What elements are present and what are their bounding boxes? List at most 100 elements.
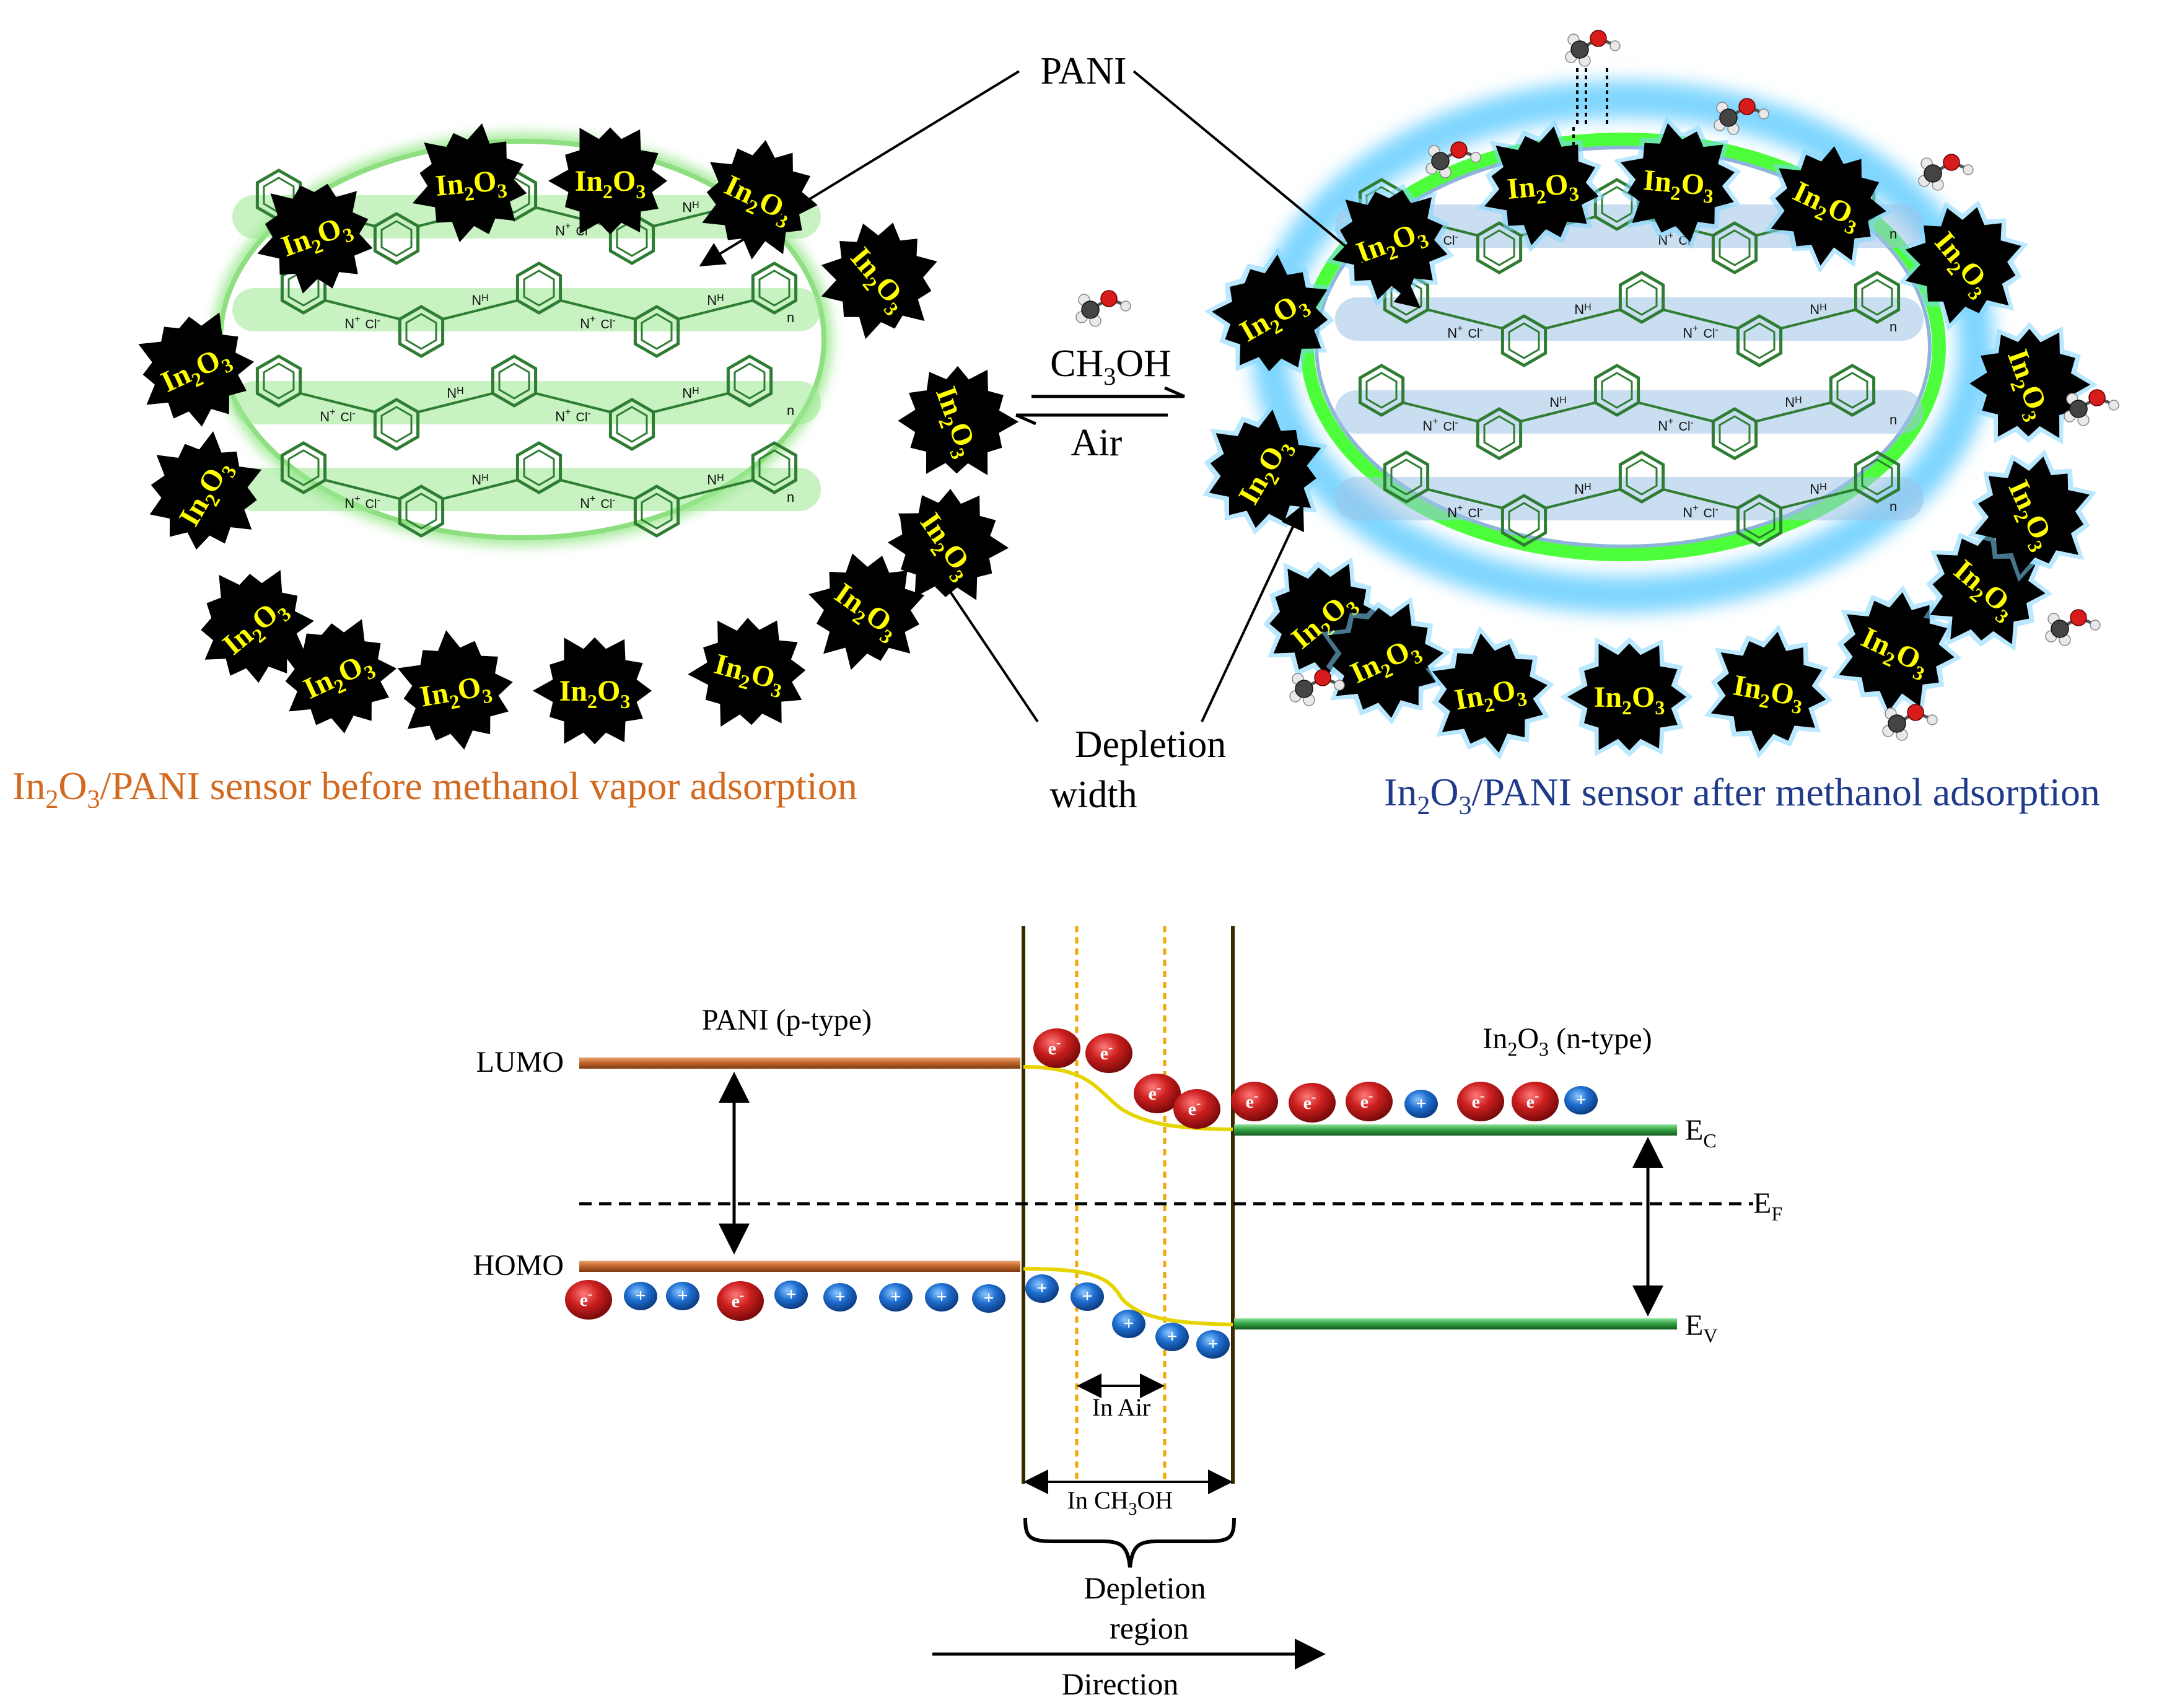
amine-label: NH — [1549, 395, 1566, 410]
benzene-ring — [1711, 407, 1758, 460]
homo-label: HOMO — [473, 1249, 564, 1282]
pani-leader-left — [699, 70, 1020, 267]
in2o3-label: In2O3 — [559, 675, 631, 712]
benzene-ring — [515, 261, 563, 315]
in2o3-ntype-label: In2O3 (n-type) — [1482, 1022, 1652, 1060]
ec-label: EC — [1685, 1114, 1717, 1152]
hole-icon: + — [1025, 1274, 1059, 1303]
pani-label-top: PANI — [1041, 50, 1127, 92]
adsorption-dotted-lines — [1572, 68, 1608, 149]
benzene-ring — [373, 398, 420, 451]
svg-text:e-: e- — [1303, 1089, 1316, 1113]
amine-label: NH — [1574, 302, 1591, 317]
in2o3-particle: In2O3 — [1968, 449, 2097, 582]
benzene-ring — [751, 261, 798, 315]
svg-text:+: + — [1036, 1278, 1047, 1299]
methanol-molecule-icon — [2045, 609, 2101, 646]
in2o3-particle: In2O3 — [702, 139, 818, 260]
repeat-unit-n: n — [787, 489, 794, 505]
amine-label: N+Cl- — [320, 407, 355, 424]
methanol-molecule-icon — [1425, 141, 1481, 178]
repeat-unit-n: n — [1890, 412, 1897, 427]
methanol-molecule-icon — [1565, 30, 1621, 67]
svg-text:+: + — [1416, 1093, 1426, 1114]
svg-text:+: + — [1207, 1334, 1218, 1354]
svg-text:+: + — [635, 1285, 646, 1306]
svg-text:e-: e- — [1246, 1088, 1259, 1112]
amine-label: N+Cl- — [1447, 503, 1482, 520]
in2o3-particle: In2O3 — [1898, 200, 2028, 331]
depletion-region-brace — [1023, 1517, 1236, 1568]
conduction-band-bending — [1023, 1065, 1233, 1131]
svg-text:e-: e- — [1472, 1088, 1485, 1112]
amine-label: NH — [447, 385, 463, 401]
repeat-unit-n: n — [1890, 226, 1897, 242]
caption-after: In2O3/PANI sensor after methanol adsorpt… — [1384, 770, 2100, 820]
electron-icon: e- — [1289, 1083, 1336, 1123]
reaction-arrows: CH3OH Air — [1015, 343, 1186, 464]
amine-label: N+Cl- — [1683, 503, 1718, 520]
depletion-width-line2: width — [1049, 774, 1137, 816]
benzene-ring — [751, 441, 798, 494]
electron-icon: e- — [1457, 1082, 1504, 1121]
svg-text:e-: e- — [1149, 1080, 1162, 1104]
hole-icon: + — [1404, 1090, 1438, 1118]
electron-icon: e- — [1134, 1074, 1181, 1113]
svg-text:+: + — [1575, 1090, 1586, 1110]
amine-label: NH — [471, 292, 488, 308]
benzene-ring — [515, 441, 563, 494]
benzene-ring — [373, 212, 420, 265]
lumo-label: LUMO — [476, 1046, 564, 1079]
charge-carriers: e-e-e-e-e-e-e-e-e-++e-e-++++++++++++ — [565, 1028, 1598, 1359]
repeat-unit-n: n — [787, 403, 794, 418]
benzene-ring — [1711, 221, 1758, 274]
in2o3-particle: In2O3 — [821, 222, 937, 339]
amine-label: NH — [707, 472, 724, 488]
benzene-ring — [1476, 407, 1523, 460]
pani-chain: N+Cl-NHN+Cl-NHn — [1335, 364, 1924, 460]
band-diagram: LUMO HOMO PANI (p-type) In2O3 (n-type) E… — [473, 926, 1782, 1701]
methanol-molecule-icon — [1075, 290, 1131, 327]
electron-icon: e- — [1033, 1028, 1080, 1068]
depletion-width-line1: Depletion — [1075, 724, 1227, 766]
benzene-ring — [398, 484, 445, 538]
benzene-ring — [1736, 494, 1783, 547]
hole-icon: + — [1196, 1330, 1230, 1359]
svg-text:+: + — [1082, 1286, 1092, 1307]
electron-icon: e- — [717, 1281, 764, 1321]
air-label: Air — [1071, 422, 1123, 464]
in2o3-label: In2O3 — [1642, 164, 1716, 208]
in2o3-particle: In2O3 — [138, 312, 255, 427]
electron-icon: e- — [1173, 1089, 1220, 1129]
in2o3-label: In2O3 — [1997, 475, 2062, 556]
svg-text:+: + — [890, 1287, 901, 1307]
pani-chain: N+Cl-NHN+Cl-NHn — [232, 441, 821, 538]
svg-text:+: + — [936, 1287, 947, 1307]
in2o3-particle: In2O3 — [412, 123, 527, 242]
benzene-ring — [1593, 364, 1640, 417]
in2o3-particle: In2O3 — [1613, 116, 1741, 250]
amine-label: N+Cl- — [1422, 416, 1458, 434]
benzene-ring — [608, 398, 655, 451]
in2o3-particle: In2O3 — [1832, 585, 1962, 719]
methanol-molecules — [1075, 30, 2119, 741]
in2o3-particle: In2O3 — [1425, 626, 1555, 760]
hole-icon: + — [879, 1283, 913, 1312]
svg-text:e-: e- — [1360, 1088, 1373, 1112]
electron-icon: e- — [1231, 1082, 1278, 1121]
in2o3-particle: In2O3 — [281, 619, 397, 734]
conduction-band-bar — [1234, 1124, 1677, 1136]
benzene-ring — [280, 441, 327, 494]
benzene-ring — [255, 354, 302, 408]
in-air-label: In Air — [1092, 1393, 1150, 1421]
benzene-ring — [633, 484, 680, 538]
amine-label: N+Cl- — [344, 314, 380, 331]
benzene-ring — [1500, 494, 1548, 547]
pani-leader-right — [1132, 70, 1421, 309]
repeat-unit-n: n — [1890, 499, 1897, 514]
ch3oh-label: CH3OH — [1050, 343, 1171, 390]
amine-label: NH — [707, 292, 724, 308]
hole-icon: + — [972, 1284, 1005, 1313]
amine-label: NH — [682, 385, 699, 401]
